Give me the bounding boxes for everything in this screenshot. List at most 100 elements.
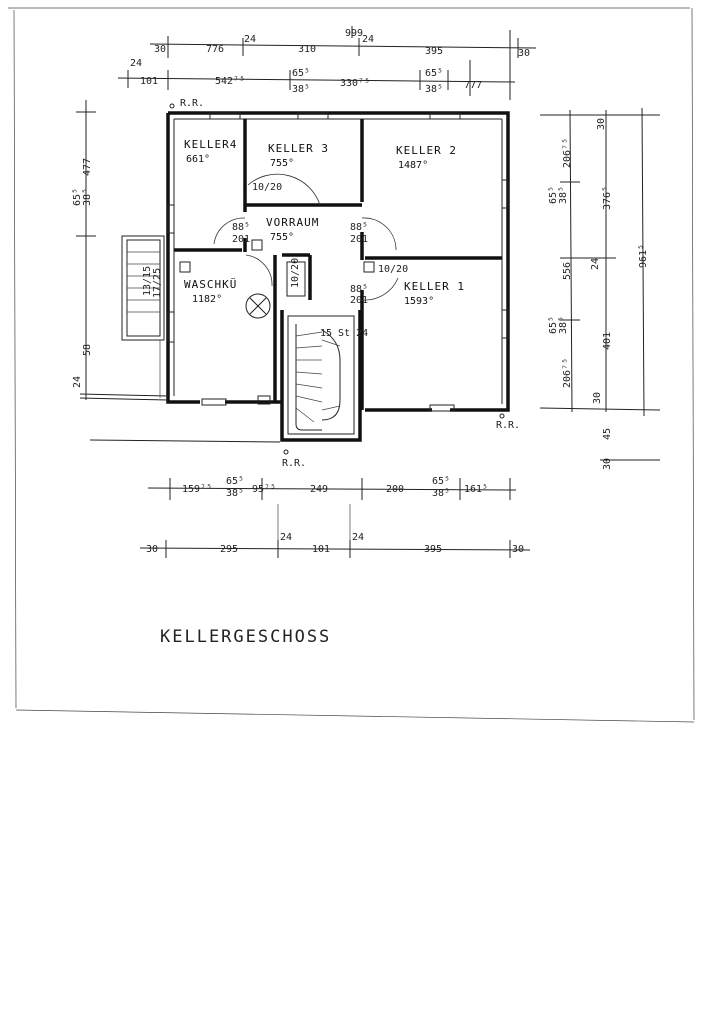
opening-label-3: 10/20	[290, 258, 301, 288]
dim-top-3: 310	[298, 44, 316, 55]
room-name-keller2: KELLER 2	[396, 144, 457, 157]
door1-height: 201	[232, 234, 250, 245]
dim-right-1: 206⁷⁵	[562, 138, 573, 168]
room-area-keller3: 755°	[270, 158, 294, 169]
dim-top2-6: 65⁵	[425, 68, 443, 79]
interior-stair: 15 St 24	[287, 315, 368, 435]
room-area-waschk: 1182°	[192, 294, 222, 305]
dim-right-2: 65⁵	[548, 186, 559, 204]
rr-mark-top: R.R.	[180, 98, 204, 109]
dim-bot2-2: 24	[280, 532, 292, 543]
chimney-icon	[286, 261, 306, 297]
dim-bot2-5: 395	[424, 544, 442, 555]
dim-top-0: 30	[154, 44, 166, 55]
dim-top-2: 24	[244, 34, 256, 45]
ext-stair-label-2: 17/25	[152, 268, 163, 298]
dim-right-lower-0: 45	[602, 428, 613, 440]
dim-left-3: 58	[82, 344, 93, 356]
dim-left-4: 24	[72, 376, 83, 388]
ground-lines	[79, 340, 281, 443]
dim-bot-2: 38⁵	[226, 488, 244, 499]
dim-top2-5: 330⁷⁵	[340, 78, 370, 89]
top-dimensions: 999 30 776 24 310 24 395 30 24 101 542⁷⁵…	[117, 26, 537, 100]
dim-right-0: 30	[596, 118, 607, 130]
dim-right-4: 556	[562, 262, 573, 280]
dim-overall-width: 999	[345, 28, 363, 39]
dim-top-6: 30	[518, 48, 530, 59]
dim-top2-0: 24	[130, 58, 142, 69]
room-area-keller4: 661°	[186, 154, 210, 165]
room-name-keller4: KELLER4	[184, 138, 237, 151]
opening-labels: 10/20 10/20 10/20 88⁵ 201 88⁵ 201 88⁵ 20…	[232, 182, 408, 306]
dim-right-mid-1: 24	[590, 258, 601, 270]
room-labels: KELLER4 661° KELLER 3 755° KELLER 2 1487…	[184, 138, 465, 307]
dim-top-5: 395	[425, 46, 443, 57]
dim-bot2-6: 30	[512, 544, 524, 555]
dim-bot-4: 249	[310, 484, 328, 495]
laundry-fixtures	[179, 239, 375, 319]
dim-top2-2: 542⁷⁵	[215, 76, 245, 87]
dim-right-mid-2: 401	[602, 332, 613, 350]
bottom-dimensions: 159⁷⁵ 65⁵ 38⁵ 95⁷⁵ 249 200 65⁵ 38⁵ 161⁵ …	[139, 476, 531, 558]
floor-drain-icon	[245, 293, 271, 319]
dim-top2-8: 777	[464, 80, 482, 91]
dim-bot-3: 95⁷⁵	[252, 484, 276, 495]
dim-bot2-0: 30	[146, 544, 158, 555]
dim-bot-7: 38⁵	[432, 488, 450, 499]
rr-mark-right: R.R.	[496, 420, 520, 431]
dim-bot-6: 65⁵	[432, 476, 450, 487]
dim-bot-5: 200	[386, 484, 404, 495]
room-name-waschk: WASCHKÜ	[184, 278, 237, 291]
exterior-stair: 13/15 17/25	[121, 235, 165, 341]
room-name-vorraum: VORRAUM	[266, 216, 319, 229]
opening-label-2: 10/20	[378, 264, 408, 275]
room-area-keller1: 1593°	[404, 296, 434, 307]
room-area-keller2: 1487°	[398, 160, 428, 171]
stair-label: 15 St 24	[320, 328, 368, 339]
ext-stair-label-1: 13/15	[142, 266, 153, 296]
opening-label-1: 10/20	[252, 182, 282, 193]
room-name-keller3: KELLER 3	[268, 142, 329, 155]
door1-width: 88⁵	[232, 222, 250, 233]
dim-top2-3: 65⁵	[292, 68, 310, 79]
rr-mark-bottom: R.R.	[282, 458, 306, 469]
dim-right-6: 38⁵	[558, 316, 569, 334]
door3-width: 88⁵	[350, 284, 368, 295]
building-walls	[166, 111, 510, 442]
dim-top2-1: 101	[140, 76, 158, 87]
dim-left-0: 477	[82, 158, 93, 176]
door2-width: 88⁵	[350, 222, 368, 233]
dim-bot2-3: 101	[312, 544, 330, 555]
right-dimensions: 30 206⁷⁵ 65⁵ 38⁵ 556 65⁵ 38⁵ 206⁷⁵ 30 37…	[539, 107, 661, 470]
dim-bot-0: 159⁷⁵	[182, 484, 212, 495]
dim-bot2-4: 24	[352, 532, 364, 543]
dim-top2-7: 38⁵	[425, 84, 443, 95]
left-dimensions: 477 65⁵ 38⁵ 58 24	[72, 100, 96, 400]
dim-right-8: 30	[592, 392, 603, 404]
door-swings	[213, 173, 399, 301]
dim-bot-8: 161⁵	[464, 484, 488, 495]
drawing-title: KELLERGESCHOSS	[160, 627, 331, 647]
dim-bot-1: 65⁵	[226, 476, 244, 487]
page-edge-bottom	[15, 709, 695, 723]
dim-top-1: 776	[206, 44, 224, 55]
dim-right-5: 65⁵	[548, 316, 559, 334]
dim-right-3: 38⁵	[558, 186, 569, 204]
dim-right-outer: 961⁵	[638, 244, 649, 268]
dim-bot2-1: 295	[220, 544, 238, 555]
page-edge-right	[691, 7, 695, 721]
dim-right-lower-1: 30	[602, 458, 613, 470]
rr-marks: R.R. R.R. R.R.	[169, 98, 520, 469]
dim-top-4: 24	[362, 34, 374, 45]
dim-left-1: 65⁵	[72, 188, 83, 206]
page-edge-left	[13, 9, 17, 709]
dim-right-7: 206⁷⁵	[562, 358, 573, 388]
dim-left-2: 38⁵	[82, 188, 93, 206]
door2-height: 201	[350, 234, 368, 245]
room-area-vorraum: 755°	[270, 232, 294, 243]
dim-top2-4: 38⁵	[292, 84, 310, 95]
room-name-keller1: KELLER 1	[404, 280, 465, 293]
dim-right-mid-0: 376⁵	[602, 186, 613, 210]
door3-height: 201	[350, 295, 368, 306]
